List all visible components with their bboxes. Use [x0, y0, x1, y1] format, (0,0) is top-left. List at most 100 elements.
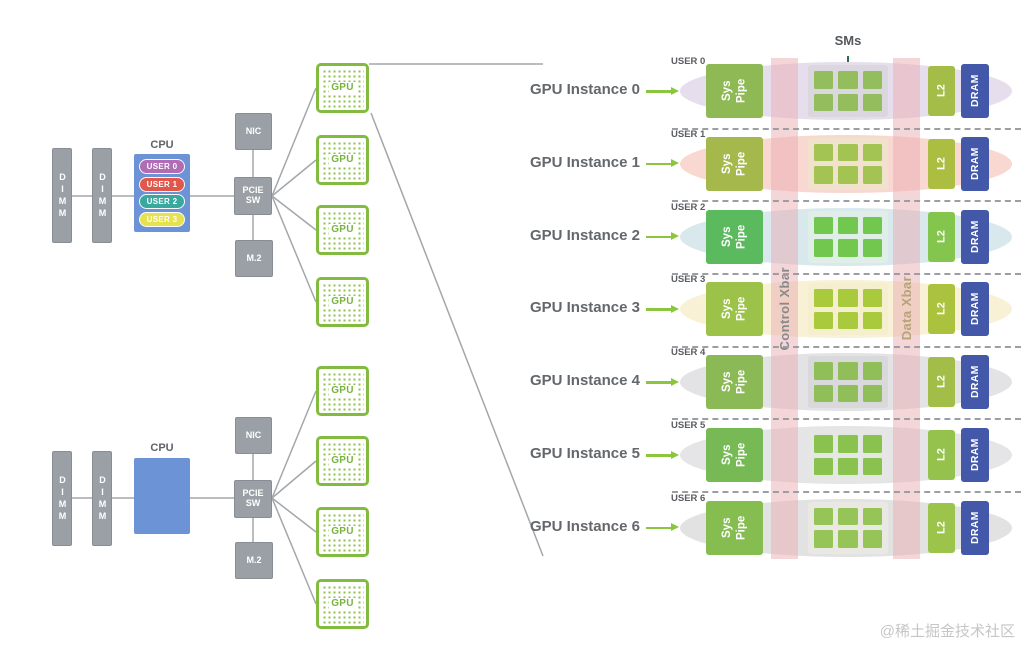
gpu-instance-row: USER 3 GPU Instance 3 Sys Pipe L2 DRAM	[0, 274, 1025, 339]
sms-title: SMs	[834, 33, 862, 48]
sm-cell	[862, 435, 882, 453]
sm-cell	[862, 71, 882, 89]
gpu-instance-label: GPU Instance 5	[529, 445, 640, 462]
sm-grid	[808, 283, 888, 336]
instance-separator	[672, 418, 1021, 420]
dram-block: DRAM	[961, 282, 989, 337]
gpu-chip: GPU	[316, 507, 369, 557]
sm-cell	[838, 166, 858, 184]
m2-block: M.2	[235, 240, 273, 277]
sm-cell	[838, 362, 858, 380]
cpu-block-plain	[134, 458, 190, 534]
sm-cell	[814, 507, 834, 526]
user-pill: USER 0	[139, 159, 185, 175]
sys-pipe-block: Sys Pipe	[706, 500, 763, 555]
user-pill: USER 1	[139, 176, 185, 192]
dram-block: DRAM	[961, 428, 989, 482]
sm-cell	[814, 530, 834, 548]
sm-cell	[862, 530, 882, 548]
control-xbar-label: Control Xbar	[777, 266, 792, 351]
gpu-instance-label: GPU Instance 1	[529, 153, 640, 171]
instance-arrow-icon	[646, 232, 679, 240]
gpu-instance-label: GPU Instance 4	[529, 372, 640, 390]
sm-cell	[838, 239, 858, 257]
sm-grid	[808, 429, 888, 481]
instance-separator	[672, 346, 1021, 348]
sm-cell	[862, 216, 882, 235]
gpu-instance-label: GPU Instance 0	[529, 81, 640, 98]
watermark: @稀土掘金技术社区	[879, 623, 1015, 640]
sm-cell	[814, 311, 834, 330]
sm-cell	[814, 289, 834, 307]
dimm-module: DIMM	[52, 451, 72, 546]
sm-cell	[862, 362, 882, 380]
data-xbar-band: Data Xbar	[893, 58, 920, 559]
sm-cell	[862, 507, 882, 526]
dram-block: DRAM	[961, 136, 989, 191]
sm-cell	[862, 93, 882, 111]
sm-cell	[814, 384, 834, 403]
sm-cell	[862, 143, 882, 162]
sm-cell	[838, 457, 858, 475]
sm-cell	[814, 71, 834, 89]
l2-block: L2	[928, 138, 955, 189]
instance-separator	[672, 128, 1021, 130]
sm-grid	[808, 137, 888, 190]
instance-arrow-icon	[646, 159, 679, 167]
sm-cell	[838, 71, 858, 89]
l2-block: L2	[928, 502, 955, 553]
sm-cell	[838, 530, 858, 548]
cpu-block-multiuser: USER 0 USER 1 USER 2 USER 3	[134, 154, 190, 232]
nic-block: NIC	[235, 417, 272, 454]
sm-cell	[862, 289, 882, 307]
sm-cell	[862, 311, 882, 330]
sm-cell	[862, 166, 882, 184]
sm-cell	[838, 507, 858, 526]
dram-block: DRAM	[961, 209, 989, 264]
sm-cell	[814, 362, 834, 380]
gpu-instance-row: USER 0 GPU Instance 0 Sys Pipe L2 DRAM	[0, 56, 1025, 121]
l2-block: L2	[928, 430, 955, 480]
gpu-instance-row: USER 2 GPU Instance 2 Sys Pipe L2 DRAM	[0, 202, 1025, 267]
user-label: USER 0	[671, 56, 706, 67]
sm-cell	[814, 435, 834, 453]
sm-grid	[808, 356, 888, 409]
instance-arrow-icon	[646, 87, 679, 94]
gpu-chip-label: GPU	[329, 385, 356, 397]
gpu-chip: GPU	[316, 366, 369, 416]
user-label: USER 4	[671, 347, 706, 359]
sys-pipe-block: Sys Pipe	[706, 64, 763, 118]
control-xbar-band: Control Xbar	[771, 58, 798, 559]
dram-block: DRAM	[961, 500, 989, 555]
l2-block: L2	[928, 66, 955, 116]
dram-block: DRAM	[961, 64, 989, 118]
gpu-chip-label: GPU	[329, 455, 356, 467]
dram-block: DRAM	[961, 355, 989, 410]
gpu-chip-label: GPU	[329, 526, 356, 538]
sm-cell	[814, 239, 834, 257]
sm-cell	[838, 311, 858, 330]
sm-cell	[814, 143, 834, 162]
cpu-title: CPU	[150, 442, 174, 454]
sm-cell	[838, 216, 858, 235]
sm-grid	[808, 65, 888, 117]
sys-pipe-block: Sys Pipe	[706, 136, 763, 191]
instance-arrow-icon	[646, 305, 679, 313]
gpu-chip-label: GPU	[329, 154, 356, 166]
l2-block: L2	[928, 357, 955, 408]
sm-cell	[814, 457, 834, 475]
gpu-chip: GPU	[316, 436, 369, 486]
gpu-chip-label: GPU	[329, 598, 356, 610]
instance-separator	[672, 273, 1021, 275]
sm-cell	[838, 93, 858, 111]
sm-cell	[838, 384, 858, 403]
gpu-chip: GPU	[316, 579, 369, 629]
instance-separator	[672, 491, 1021, 493]
user-pill: USER 3	[139, 211, 185, 227]
cpu-title: CPU	[150, 139, 174, 151]
sm-cell	[838, 435, 858, 453]
gpu-instance-label: GPU Instance 2	[529, 226, 640, 244]
gpu-instance-row: USER 1 GPU Instance 1 Sys Pipe L2 DRAM	[0, 129, 1025, 194]
gpu-chip: GPU	[316, 135, 369, 185]
